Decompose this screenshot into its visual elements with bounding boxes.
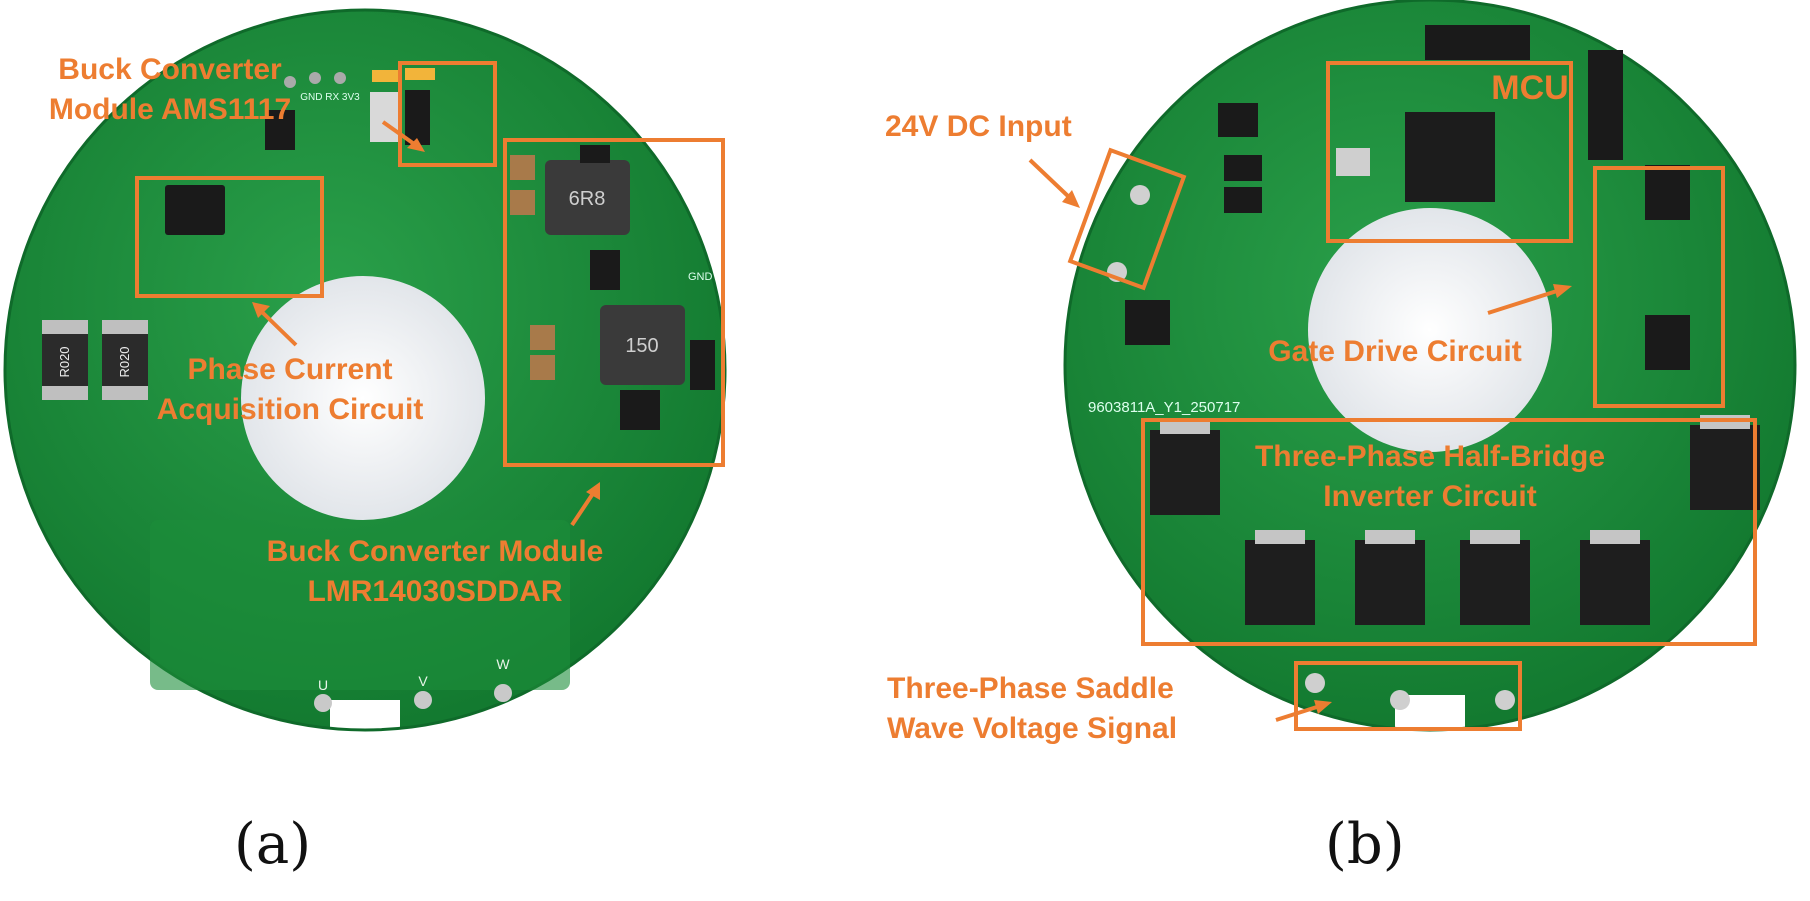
caption-b: (b) (1325, 812, 1405, 877)
arrow-ams1117 (381, 120, 425, 152)
mosfet-row-b (1150, 415, 1760, 625)
label-inverter: Three-Phase Half-Bridge Inverter Circuit (1180, 437, 1680, 517)
box-mcu (1326, 61, 1573, 243)
inductor-150: 150 (600, 305, 685, 385)
box-lmr14030 (503, 138, 725, 467)
label-phase-current-line2: Acquisition Circuit (156, 393, 424, 426)
label-phase-current-line1: Phase Current (187, 353, 393, 386)
gnd-label-a: GND (688, 271, 713, 283)
pin-labels-a: GND RX 3V3 (300, 92, 360, 103)
label-saddle-wave-line1: Three-Phase Saddle (887, 672, 1174, 705)
terminal-v: V (418, 673, 428, 689)
label-saddle-wave-line2: Wave Voltage Signal (887, 712, 1178, 745)
label-buck-ams1117-line2: Module AMS1117 (48, 93, 292, 126)
label-buck-ams1117: Buck Converter Module AMS1117 (20, 50, 320, 130)
res2-marking: R020 (117, 346, 132, 377)
label-dc-input: 24V DC Input (885, 110, 1072, 143)
center-hole-a (241, 276, 485, 520)
arrow-gate-drive (1487, 284, 1572, 315)
inductor2-marking: 150 (625, 335, 658, 357)
label-inverter-line2: Inverter Circuit (1323, 480, 1537, 513)
label-mcu: MCU (1491, 69, 1569, 107)
box-inverter (1141, 418, 1757, 646)
terminal-w: W (496, 656, 510, 672)
label-buck-ams1117-line1: Buck Converter (58, 53, 282, 86)
label-buck-lmr14030-line1: Buck Converter Module (266, 535, 604, 568)
center-hole-b (1308, 208, 1552, 452)
shunt-resistor-a1: R020 (42, 320, 88, 400)
box-saddle-wave (1294, 661, 1522, 731)
arrow-dc-input (1028, 158, 1080, 208)
label-phase-current: Phase Current Acquisition Circuit (140, 350, 440, 430)
label-gate-drive: Gate Drive Circuit (1268, 335, 1522, 368)
arrow-saddle-wave (1275, 700, 1332, 722)
box-ams1117 (398, 61, 497, 167)
label-saddle-wave: Three-Phase Saddle Wave Voltage Signal (887, 669, 1177, 749)
shunt-resistor-a2: R020 (102, 320, 148, 400)
label-buck-lmr14030-line2: LMR14030SDDAR (307, 575, 563, 608)
box-phase-current (135, 176, 324, 298)
terminal-u: U (318, 677, 328, 693)
inductor-6r8: 6R8 (545, 160, 630, 235)
box-dc-input (1067, 147, 1187, 291)
board-id-b: 9603811A_Y1_250717 (1088, 399, 1240, 416)
caption-a: (a) (234, 812, 312, 877)
inductor1-marking: 6R8 (569, 188, 606, 210)
box-gate-drive (1593, 166, 1725, 408)
label-buck-lmr14030: Buck Converter Module LMR14030SDDAR (225, 532, 645, 612)
arrow-phase-current (252, 302, 298, 347)
label-inverter-line1: Three-Phase Half-Bridge (1254, 440, 1606, 473)
res1-marking: R020 (57, 346, 72, 377)
pcb-board-b: 9603811A_Y1_250717 (1063, 0, 1797, 740)
arrow-lmr14030 (570, 482, 600, 527)
